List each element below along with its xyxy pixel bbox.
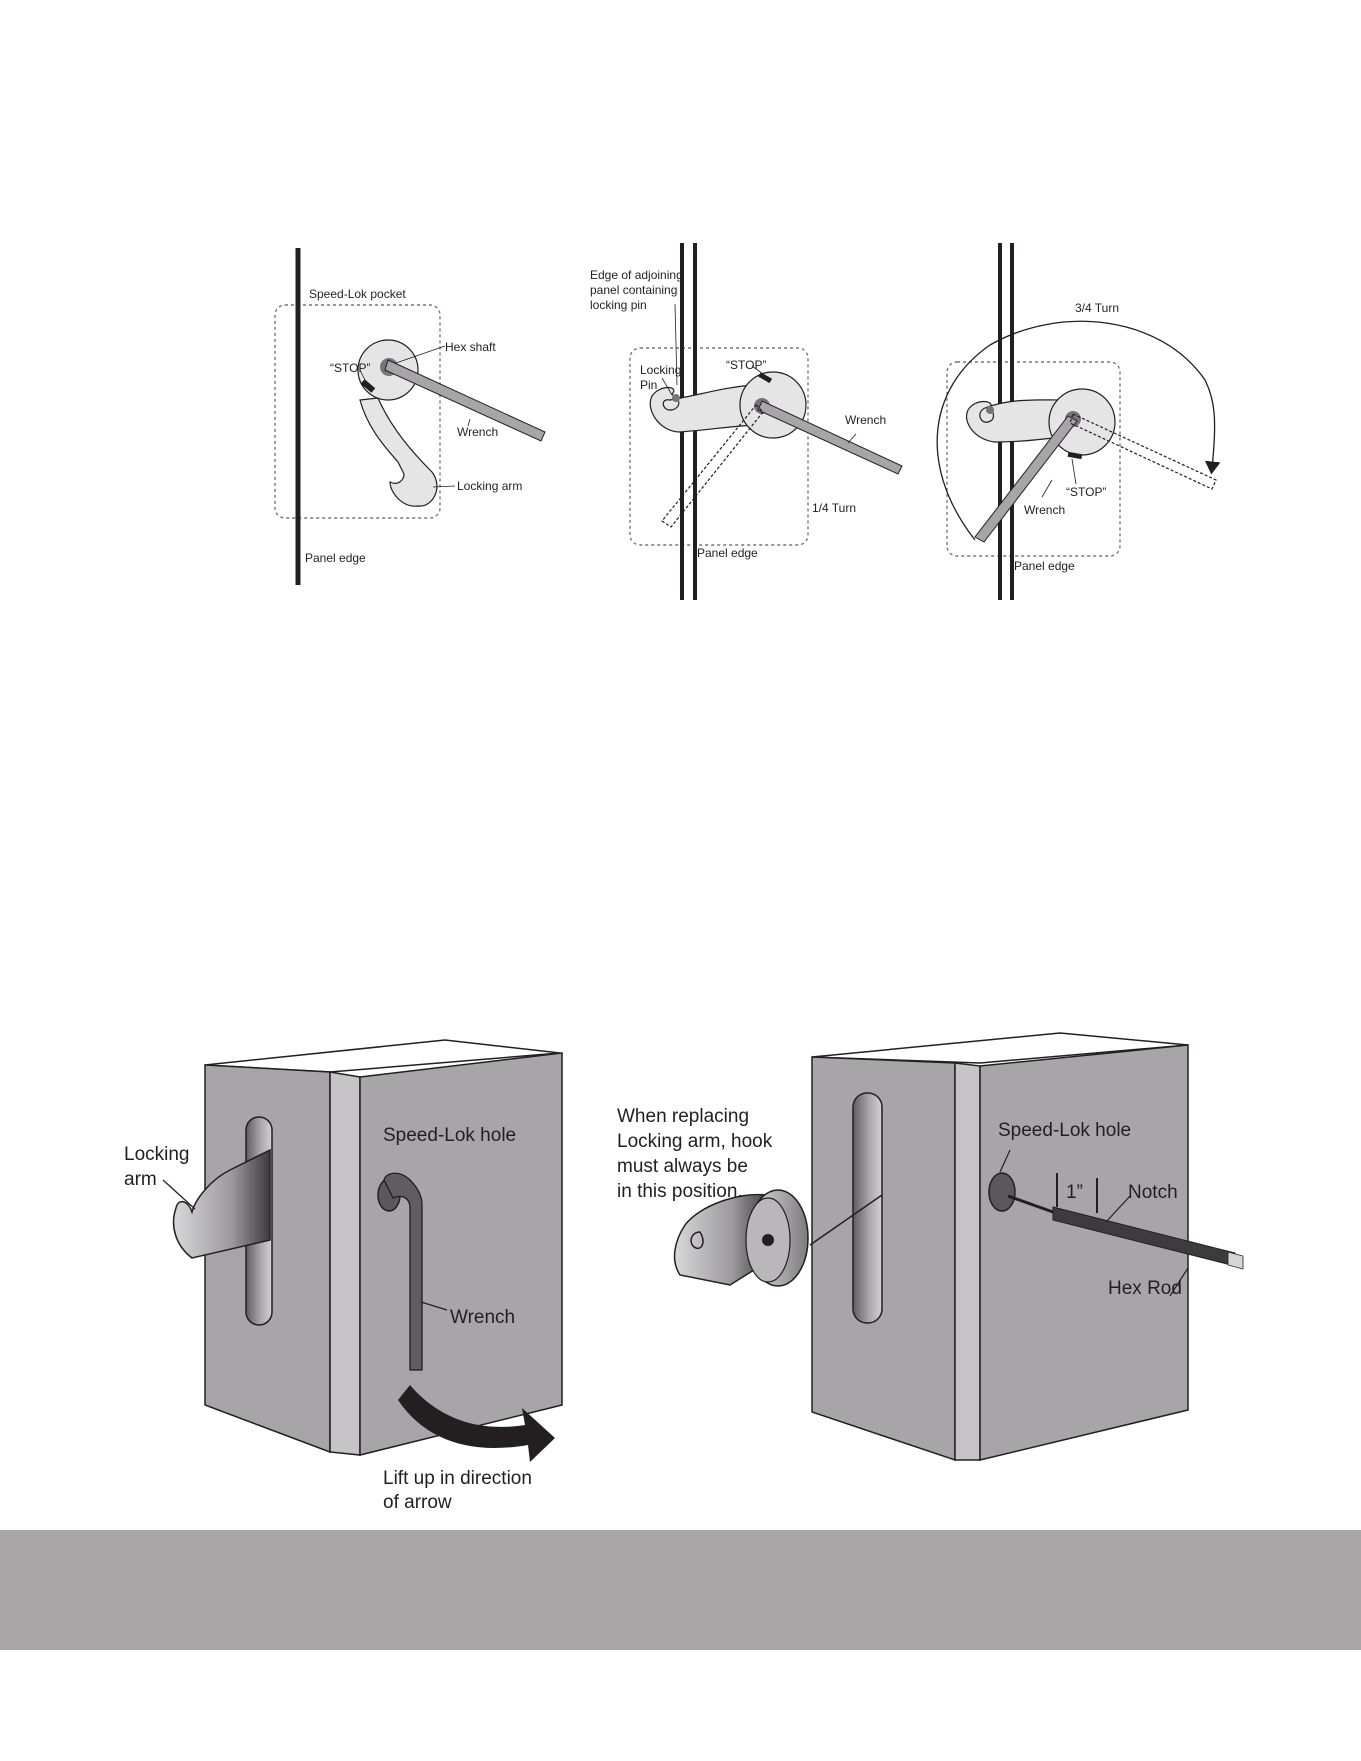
pocket-outline [946, 361, 1121, 557]
three-quarter-turn-arc [936, 320, 1221, 541]
hex-bore [762, 1234, 774, 1246]
wrench-label: Wrench [457, 425, 498, 439]
right-panel-face [359, 1052, 563, 1456]
left-panel-block: Locking arm Speed-Lok hole Wrench Lift u… [124, 1039, 563, 1513]
adjoining-panel-label-line1: Edge of adjoining [590, 268, 683, 282]
locking-arm-shape [359, 397, 438, 507]
quarter-turn-label: 1/4 Turn [812, 501, 856, 515]
wrench-label: Wrench [845, 413, 886, 427]
wrench-bar [757, 400, 903, 475]
wrench-bar [974, 415, 1078, 543]
replace-instruction-line4: in this position. [617, 1181, 743, 1202]
locking-arm-label-line1: Locking [124, 1144, 190, 1165]
stop-block [758, 372, 773, 384]
loose-locking-arm-hook [673, 1193, 771, 1286]
adjoining-panel-label-line3: locking pin [590, 298, 647, 312]
wrench-start-position-dashed [661, 404, 764, 528]
lift-instruction-line1: Lift up in direction [383, 1468, 532, 1489]
wrench-label: Wrench [450, 1307, 515, 1328]
three-quarter-turn-label: 3/4 Turn [1075, 301, 1119, 315]
panel-3-three-quarter-turn-diagram: 3/4 Turn “STOP” Wrench Panel edge [936, 243, 1221, 600]
footer-band [0, 1530, 1361, 1650]
joint-side [329, 1071, 361, 1456]
stop-label: “STOP” [330, 361, 370, 375]
notch-label: Notch [1128, 1182, 1178, 1203]
right-panel-block: When replacing Locking arm, hook must al… [617, 1032, 1244, 1462]
panel-edge-label: Panel edge [305, 551, 366, 565]
wrench-label: Wrench [1024, 503, 1065, 517]
hex-rod-label: Hex Rod [1108, 1278, 1182, 1299]
wrench [383, 1172, 423, 1371]
locking-pin-dot [986, 406, 994, 414]
bottom-diagram: Locking arm Speed-Lok hole Wrench Lift u… [124, 1032, 1244, 1513]
locking-arm-label: Locking arm [457, 479, 522, 493]
panel-edge-label: Panel edge [1014, 559, 1075, 573]
hex-shaft-label: Hex shaft [445, 340, 496, 354]
stop-label: “STOP” [726, 358, 766, 372]
replace-instruction-line1: When replacing [617, 1106, 749, 1127]
speed-lok-pocket-outline [274, 304, 441, 519]
panel-2-quarter-turn-diagram: Edge of adjoining panel containing locki… [590, 243, 903, 600]
pocket-outline [629, 347, 809, 546]
joint-side [954, 1062, 981, 1461]
lift-direction-arrow [398, 1385, 555, 1462]
speed-lok-pocket-label: Speed-Lok pocket [309, 287, 406, 301]
locking-arm [172, 1148, 271, 1259]
speed-lok-pocket-slot [852, 1092, 883, 1324]
wrench-end-position-dashed [1069, 413, 1217, 490]
panel-1-pocket-diagram: Speed-Lok pocket Hex shaft “STOP” Wrench… [274, 248, 546, 585]
stop-block [360, 379, 376, 393]
locking-pin-label-line1: Locking [640, 363, 681, 377]
speed-lok-hole [988, 1172, 1016, 1212]
speed-lok-hole-label: Speed-Lok hole [383, 1125, 516, 1146]
speed-lok-hole-label: Speed-Lok hole [998, 1120, 1131, 1141]
replace-instruction-line2: Locking arm, hook [617, 1131, 773, 1152]
stop-label: “STOP” [1066, 485, 1106, 499]
wrench-bar [384, 359, 546, 442]
locking-pin-dot [672, 394, 680, 402]
panel-edge-label: Panel edge [697, 546, 758, 560]
hex-rod-end [1227, 1251, 1244, 1270]
stop-block [1067, 451, 1083, 460]
left-panel-face [811, 1056, 956, 1462]
right-panel-face [979, 1044, 1189, 1461]
lift-instruction-line2: of arrow [383, 1492, 452, 1513]
top-diagram: Speed-Lok pocket Hex shaft “STOP” Wrench… [274, 243, 1221, 600]
locking-pin-label-line2: Pin [640, 378, 657, 392]
locking-arm-label-line2: arm [124, 1169, 157, 1190]
adjoining-panel-label-line2: panel containing [590, 283, 677, 297]
one-inch-label: 1” [1066, 1182, 1083, 1203]
hex-rod-connector [1007, 1194, 1054, 1214]
replace-instruction-line3: must always be [617, 1156, 748, 1177]
